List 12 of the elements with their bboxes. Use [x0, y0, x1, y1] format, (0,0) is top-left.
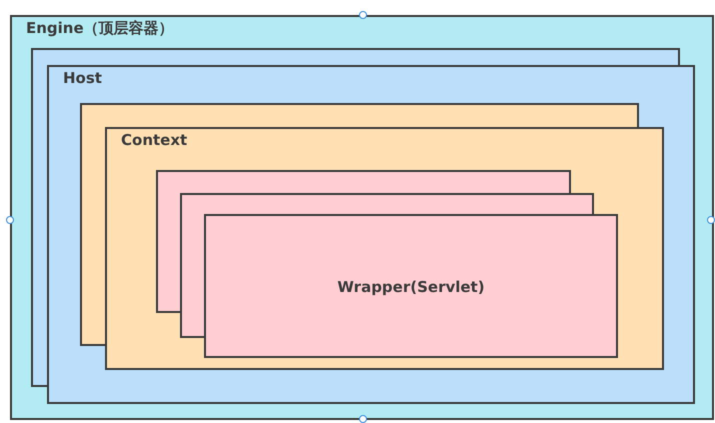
stacked-card — [31, 48, 680, 65]
stacked-card — [180, 193, 594, 214]
stacked-card — [80, 103, 639, 127]
container-box — [105, 127, 664, 370]
box-title: Context — [121, 131, 188, 149]
box-title: Host — [63, 69, 102, 87]
container-box — [204, 214, 618, 358]
container-box — [10, 15, 714, 420]
box-title: Wrapper(Servlet) — [336, 278, 486, 296]
box-title: Engine（顶层容器） — [26, 19, 174, 38]
stacked-card — [156, 170, 571, 193]
container-box — [47, 65, 695, 404]
